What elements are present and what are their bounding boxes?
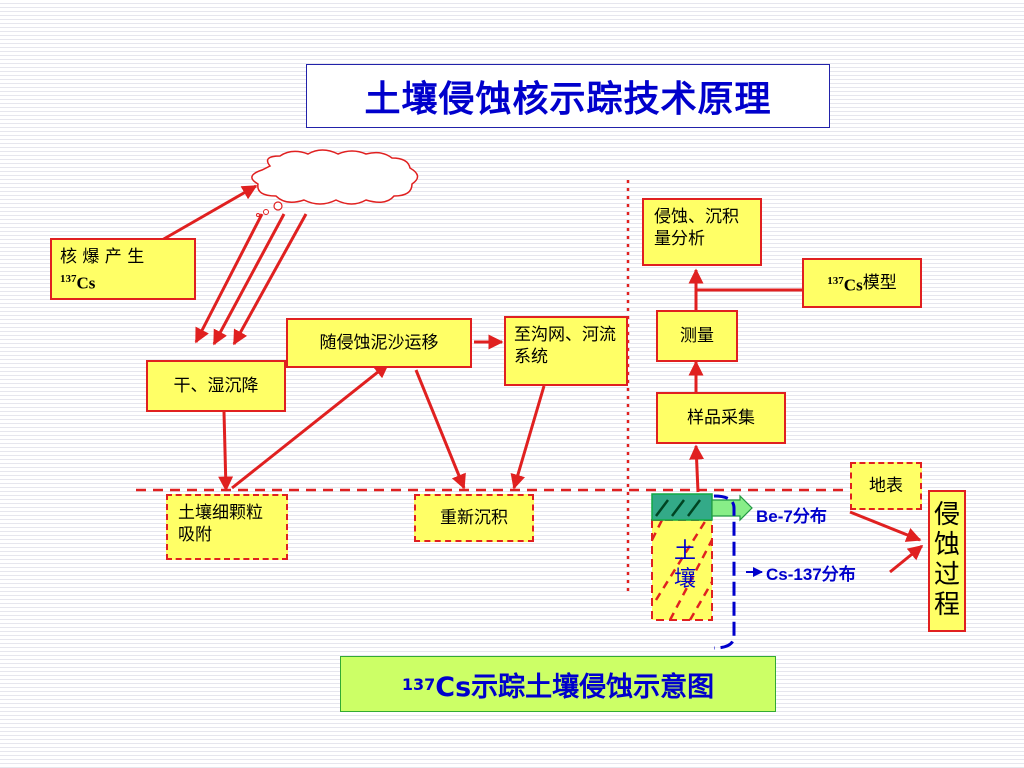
node-redeposition: 重新沉积 [414, 494, 534, 542]
nuclear-source-line1: 核 爆 产 生 [60, 247, 145, 267]
be7-label: Be-7分布 [756, 507, 827, 526]
node-soil-adsorption: 土壤细颗粒吸附 [166, 494, 288, 560]
soil-column [650, 493, 753, 621]
arrow-fallout-3 [232, 213, 308, 346]
arrow-source-to-cloud [161, 184, 258, 242]
bracket [713, 494, 736, 650]
arrow-soil-to-sampling [689, 444, 705, 493]
node-sampling: 样品采集 [656, 392, 786, 444]
nuclear-source-sup: 137 [60, 273, 77, 285]
model-suffix: 模型 [862, 273, 897, 293]
nuclear-source-isotope: Cs [76, 273, 96, 293]
page-title: 土壤侵蚀核示踪技术原理 [306, 64, 830, 128]
be7-pointer-icon [711, 494, 753, 522]
node-analysis: 侵蚀、沉积量分析 [642, 198, 762, 266]
arrow-migration-to-redeposition [414, 369, 466, 490]
node-measurement: 测量 [656, 310, 738, 362]
model-sup: 137 [827, 274, 844, 287]
cloud-icon [251, 149, 419, 217]
soil-label: 土壤 [673, 539, 696, 592]
arrow-river-to-redeposition [510, 385, 546, 490]
model-isotope: Cs [843, 275, 863, 295]
node-deposition: 干、湿沉降 [146, 360, 286, 412]
arrow-fallout-1 [194, 213, 264, 344]
node-migration: 随侵蚀泥沙运移 [286, 318, 472, 368]
node-nuclear-source: 核 爆 产 生 137Cs [50, 238, 196, 300]
caption-text: Cs示踪土壤侵蚀示意图 [435, 671, 715, 703]
node-surface: 地表 [850, 462, 922, 510]
cs137-label: Cs-137分布 [766, 565, 856, 584]
arrow-be7-to-process [849, 510, 922, 542]
arrows [161, 184, 924, 574]
arrow-soil-to-migration [231, 362, 390, 490]
arrow-cs137-to-process [889, 544, 924, 574]
node-erosion-process: 侵蚀过程 [928, 490, 966, 632]
arrow-fallout-2 [212, 213, 286, 346]
surface-layer [651, 493, 713, 521]
node-river-system: 至沟网、河流系统 [504, 316, 628, 386]
caption-sup: 137 [401, 674, 436, 694]
arrow-deposition-to-soil [218, 411, 234, 492]
